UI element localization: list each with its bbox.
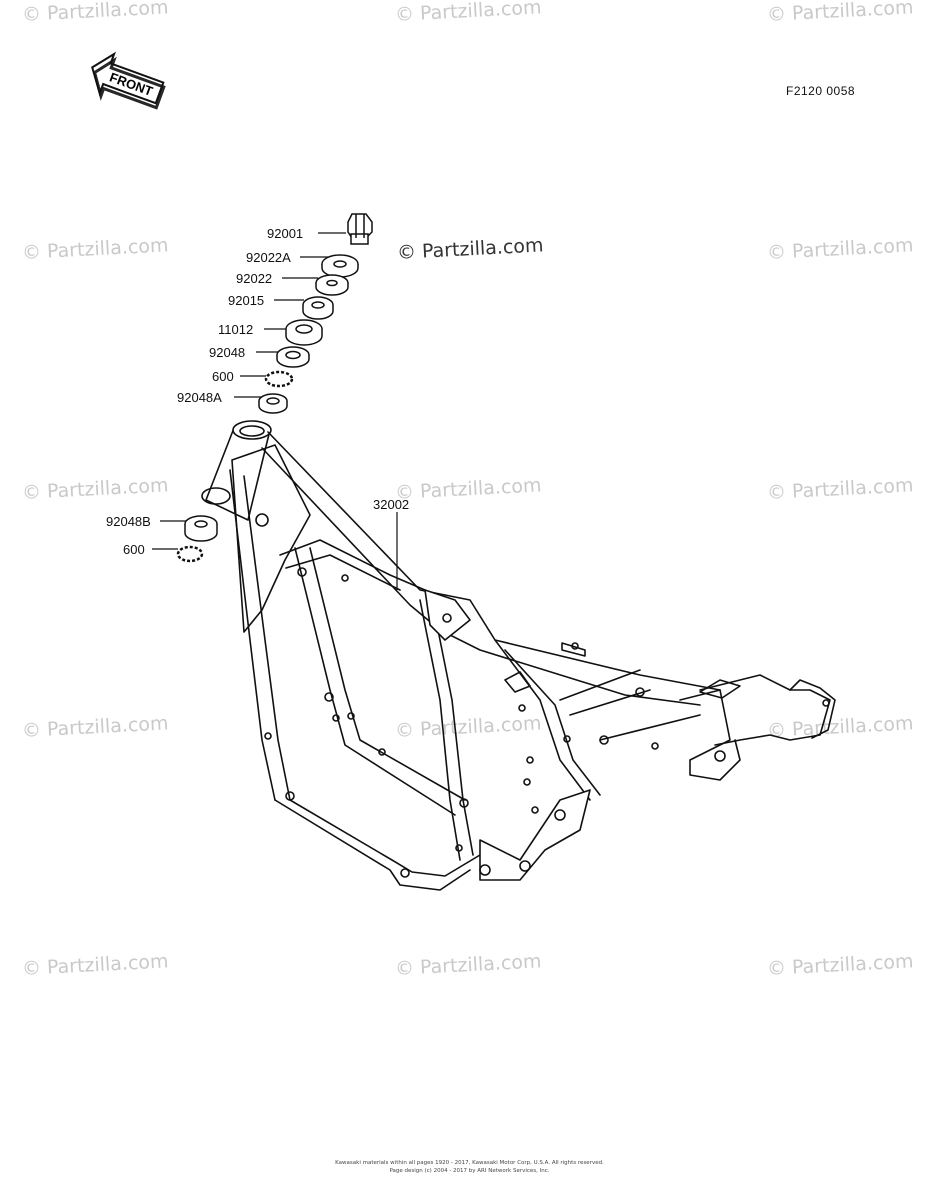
washer-icon (321, 254, 359, 278)
part-label-600-bottom[interactable]: 600 (123, 542, 145, 557)
part-label-92022A[interactable]: 92022A (246, 250, 291, 265)
bearing-race-icon (276, 346, 310, 368)
ball-bearing-icon (176, 545, 204, 563)
part-label-92015[interactable]: 92015 (228, 293, 265, 308)
part-label-32002[interactable]: 32002 (373, 497, 410, 512)
page-design-line: Page design (c) 2004 - 2017 by ARI Netwo… (389, 1168, 550, 1174)
cap-icon (285, 319, 323, 346)
part-label-92001[interactable]: 92001 (267, 226, 304, 241)
locknut-icon (302, 296, 334, 320)
bearing-race-icon (184, 515, 218, 542)
ball-bearing-icon (264, 370, 294, 388)
part-label-92048A[interactable]: 92048A (177, 390, 222, 405)
front-arrow-icon: FRONT (88, 40, 166, 120)
diagram-code: F2120 0058 (786, 84, 856, 98)
part-label-11012[interactable]: 11012 (218, 322, 254, 337)
part-label-600-top[interactable]: 600 (212, 369, 234, 384)
part-label-92048B[interactable]: 92048B (106, 514, 151, 529)
bearing-race-icon (258, 393, 288, 414)
part-label-92048[interactable]: 92048 (209, 345, 246, 360)
copyright-line: Kawasaki materials within all pages 1920… (335, 1160, 604, 1166)
part-label-92022[interactable]: 92022 (236, 271, 273, 286)
motorcycle-frame-icon (201, 420, 836, 891)
washer-icon (315, 274, 349, 296)
nut-icon (347, 213, 373, 245)
